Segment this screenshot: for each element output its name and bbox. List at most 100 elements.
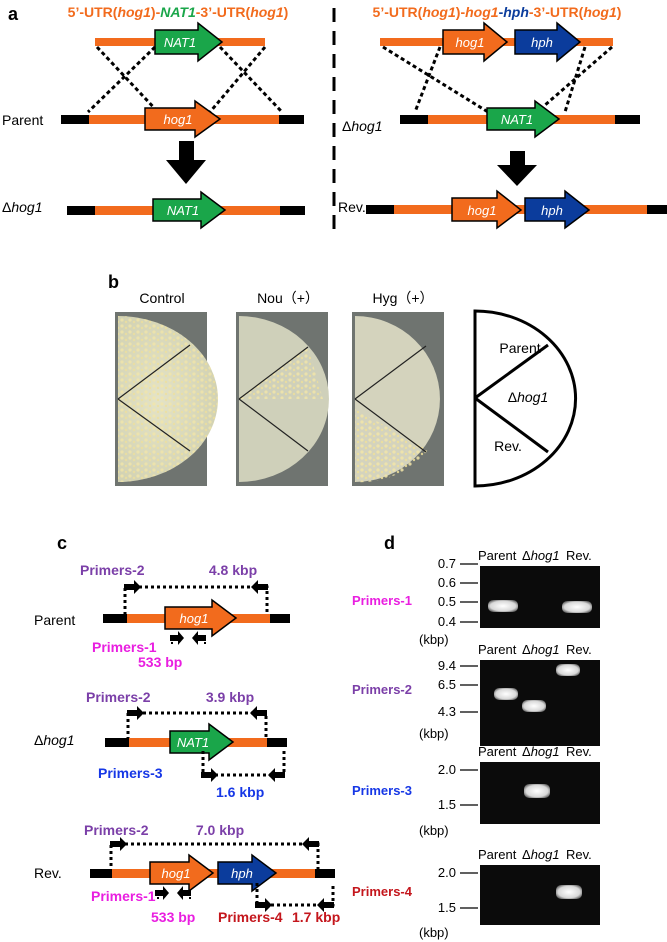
svg-text:Rev.: Rev. bbox=[566, 847, 592, 862]
svg-text:Δhog1: Δhog1 bbox=[522, 744, 560, 759]
svg-text:4.3: 4.3 bbox=[438, 704, 456, 719]
hog1-label: hog1 bbox=[164, 112, 193, 127]
panel-d-label: d bbox=[384, 533, 395, 553]
svg-text:2.0: 2.0 bbox=[438, 865, 456, 880]
gel-primers1: Parent Δhog1 Rev. 0.7 0.6 0.5 0.4 (kbp) … bbox=[352, 548, 600, 647]
svg-text:Parent: Parent bbox=[478, 744, 517, 759]
c-rev-label: Rev. bbox=[34, 865, 62, 881]
svg-text:hph: hph bbox=[231, 866, 253, 881]
panel-b-label: b bbox=[108, 272, 119, 292]
svg-text:Δhog1: Δhog1 bbox=[522, 642, 560, 657]
nat1-label: NAT1 bbox=[501, 112, 533, 127]
plate-label-control: Control bbox=[139, 290, 184, 306]
right-rev-locus: hog1 hph bbox=[366, 189, 667, 230]
svg-text:hog1: hog1 bbox=[180, 611, 209, 626]
svg-text:Rev.: Rev. bbox=[566, 548, 592, 563]
svg-text:0.6: 0.6 bbox=[438, 575, 456, 590]
row-rev-label: Rev. bbox=[338, 199, 366, 215]
plate-label-nou: Nou（+） bbox=[257, 290, 319, 306]
left-parent-locus: hog1 bbox=[61, 99, 304, 139]
row-delta-left-label: Δhog1 bbox=[2, 199, 43, 215]
c-delta-primers2: Primers-2 bbox=[86, 689, 151, 705]
svg-text:Parent: Parent bbox=[478, 642, 517, 657]
svg-text:1.5: 1.5 bbox=[438, 900, 456, 915]
c-parent-label: Parent bbox=[34, 612, 75, 628]
gel-primers4: Parent Δhog1 Rev. 2.0 1.5 (kbp) Primers-… bbox=[352, 847, 600, 940]
svg-text:(kbp): (kbp) bbox=[419, 925, 449, 940]
hog1-label: hog1 bbox=[456, 35, 485, 50]
left-down-arrow bbox=[166, 141, 206, 184]
svg-text:0.5: 0.5 bbox=[438, 594, 456, 609]
c-parent-primers2: Primers-2 bbox=[80, 562, 145, 578]
gel2-primer-label: Primers-2 bbox=[352, 682, 412, 697]
svg-text:Parent: Parent bbox=[478, 847, 517, 862]
c-rev-size4: 1.7 kbp bbox=[292, 909, 340, 925]
plate-legend: Parent Δhog1 Rev. bbox=[473, 309, 578, 488]
c-rev-primers2: Primers-2 bbox=[84, 822, 149, 838]
left-construct-title: 5’-UTR(hog1)-NAT1-3’-UTR(hog1) bbox=[68, 4, 289, 20]
svg-text:1.5: 1.5 bbox=[438, 797, 456, 812]
svg-text:(kbp): (kbp) bbox=[419, 823, 449, 838]
svg-text:0.7: 0.7 bbox=[438, 556, 456, 571]
plate-hyg bbox=[352, 312, 444, 486]
plate-nou bbox=[236, 312, 329, 486]
svg-text:(kbp): (kbp) bbox=[419, 726, 449, 741]
c-parent: Primers-2 4.8 kbp Parent hog1 Primers-1 … bbox=[34, 562, 290, 670]
c-parent-primers1: Primers-1 bbox=[92, 639, 157, 655]
svg-text:Parent: Parent bbox=[478, 548, 517, 563]
c-delta-size2: 3.9 kbp bbox=[206, 689, 254, 705]
svg-text:(kbp): (kbp) bbox=[419, 632, 449, 647]
c-rev-primer4-path bbox=[255, 883, 335, 907]
panel-a-label: a bbox=[8, 4, 19, 24]
svg-text:Δhog1: Δhog1 bbox=[522, 548, 560, 563]
gel4-primer-label: Primers-4 bbox=[352, 884, 413, 899]
c-delta-label: Δhog1 bbox=[34, 732, 75, 748]
svg-text:Δhog1: Δhog1 bbox=[522, 847, 560, 862]
c-parent-primer2-path bbox=[123, 585, 269, 615]
c-rev-size1: 533 bp bbox=[151, 909, 195, 925]
c-parent-size2: 4.8 kbp bbox=[209, 562, 257, 578]
c-rev-primer2-path bbox=[109, 842, 320, 872]
legend-rev: Rev. bbox=[494, 438, 522, 454]
gel3-primer-label: Primers-3 bbox=[352, 783, 412, 798]
left-delta-locus: NAT1 bbox=[67, 190, 305, 230]
gel-primers2: Parent Δhog1 Rev. 9.4 6.5 4.3 (kbp) Prim… bbox=[352, 642, 600, 746]
right-crossover-lines bbox=[382, 45, 613, 114]
c-rev: Primers-2 7.0 kbp Rev. hog1 hph Primers-… bbox=[34, 822, 340, 925]
svg-text:Rev.: Rev. bbox=[566, 642, 592, 657]
svg-text:9.4: 9.4 bbox=[438, 658, 456, 673]
plate-control bbox=[115, 312, 218, 486]
right-construct-title: 5’-UTR(hog1)-hog1-hph-3’-UTR(hog1) bbox=[373, 4, 622, 20]
svg-text:0.4: 0.4 bbox=[438, 614, 456, 629]
c-rev-primers1: Primers-1 bbox=[91, 888, 156, 904]
gel1-primer-label: Primers-1 bbox=[352, 593, 412, 608]
c-delta-primer2-path bbox=[126, 711, 268, 740]
c-delta-size3: 1.6 kbp bbox=[216, 784, 264, 800]
gel-primers3: Parent Δhog1 Rev. 2.0 1.5 (kbp) Primers-… bbox=[352, 744, 600, 838]
svg-text:6.5: 6.5 bbox=[438, 677, 456, 692]
c-delta: Primers-2 3.9 kbp Δhog1 NAT1 Primers-3 1… bbox=[34, 689, 287, 800]
left-crossover-lines bbox=[86, 45, 284, 114]
c-delta-primers3: Primers-3 bbox=[98, 765, 163, 781]
right-delta-locus: NAT1 bbox=[400, 99, 640, 139]
row-delta-right-label: Δhog1 bbox=[342, 118, 383, 134]
svg-text:NAT1: NAT1 bbox=[177, 735, 209, 750]
right-construct: hog1 hph bbox=[380, 21, 613, 63]
c-parent-size1: 533 bp bbox=[138, 654, 182, 670]
svg-text:Rev.: Rev. bbox=[566, 744, 592, 759]
nat1-label: NAT1 bbox=[167, 203, 199, 218]
hog1-label: hog1 bbox=[468, 203, 497, 218]
c-rev-size2: 7.0 kbp bbox=[196, 822, 244, 838]
c-rev-primers4: Primers-4 bbox=[218, 909, 283, 925]
plate-label-hyg: Hyg（+） bbox=[372, 290, 433, 306]
legend-delta: Δhog1 bbox=[508, 389, 549, 405]
panel-c-label: c bbox=[57, 533, 67, 553]
c-delta-primer3-path bbox=[201, 751, 286, 777]
hph-label: hph bbox=[531, 35, 553, 50]
svg-text:2.0: 2.0 bbox=[438, 762, 456, 777]
hph-label: hph bbox=[541, 203, 563, 218]
right-down-arrow bbox=[497, 151, 537, 186]
svg-text:hog1: hog1 bbox=[162, 866, 191, 881]
nat1-label: NAT1 bbox=[164, 35, 196, 50]
